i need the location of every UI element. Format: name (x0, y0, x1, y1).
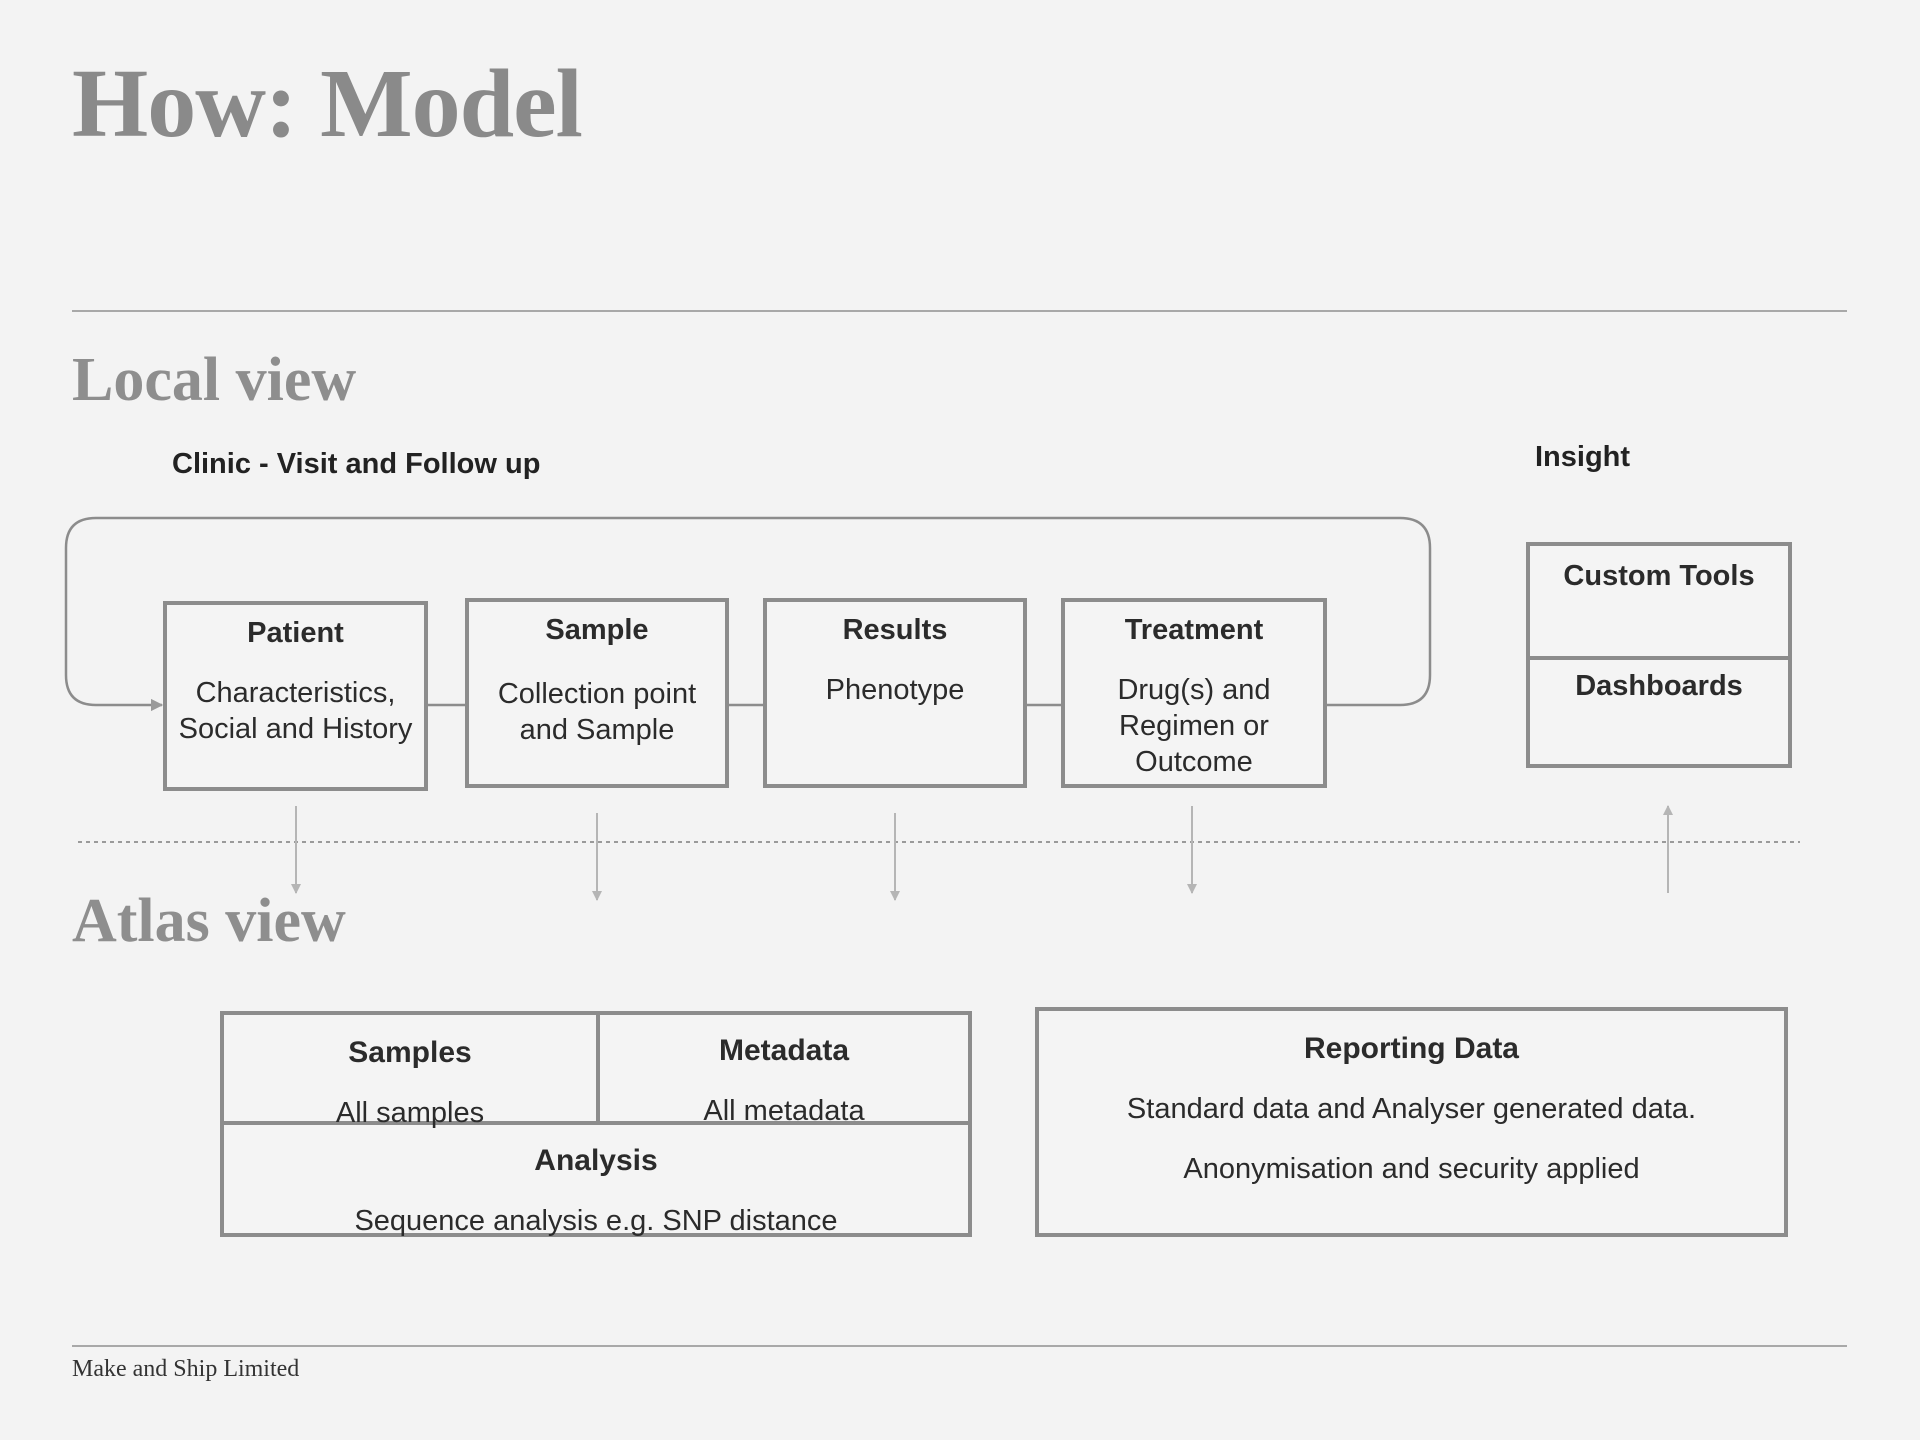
insight-label: Insight (1535, 441, 1631, 473)
reporting-title: Reporting Data (1303, 1032, 1519, 1065)
bottom-divider (72, 1345, 1847, 1347)
results-body-line-1: Phenotype (825, 674, 965, 706)
reporting-body-line-2: Anonymisation and security applied (1183, 1153, 1640, 1185)
clinic-label: Clinic - Visit and Follow up (172, 448, 541, 480)
samples-cell: Samples All samples (224, 1025, 596, 1131)
top-divider (72, 310, 1847, 312)
reporting-body-line-1: Standard data and Analyser generated dat… (1126, 1093, 1697, 1125)
local-view-heading: Local view (72, 346, 357, 414)
sample-body-line-2: and Sample (519, 714, 675, 746)
dashboards-label: Dashboards (1575, 670, 1743, 702)
sample-title: Sample (545, 614, 649, 646)
sample-body-line-1: Collection point (497, 678, 697, 710)
treatment-body-line-3: Outcome (1135, 746, 1253, 778)
footer-company: Make and Ship Limited (72, 1356, 300, 1382)
insight-divider (1530, 656, 1788, 660)
reporting-cell: Reporting Data Standard data and Analyse… (1039, 1021, 1784, 1187)
treatment-body-line-1: Drug(s) and (1117, 674, 1271, 706)
feedback-loop-line (64, 516, 1432, 712)
analysis-title: Analysis (534, 1144, 658, 1177)
sample-body: Collection point and Sample (469, 676, 725, 748)
atlas-data-block: Samples All samples Metadata All metadat… (220, 1011, 972, 1237)
treatment-box: Treatment Drug(s) and Regimen or Outcome (1061, 598, 1327, 788)
analysis-body: Sequence analysis e.g. SNP distance (354, 1205, 838, 1237)
results-box: Results Phenotype (763, 598, 1027, 788)
atlas-vertical-divider (596, 1015, 600, 1125)
results-title: Results (842, 614, 948, 646)
metadata-body: All metadata (703, 1095, 865, 1127)
samples-body: All samples (335, 1097, 485, 1129)
patient-body: Characteristics, Social and History (167, 675, 424, 747)
patient-body-line-1: Characteristics, (195, 677, 396, 709)
metadata-cell: Metadata All metadata (600, 1023, 968, 1129)
analysis-cell: Analysis Sequence analysis e.g. SNP dist… (224, 1133, 968, 1239)
treatment-title: Treatment (1124, 614, 1264, 646)
custom-tools-label: Custom Tools (1563, 560, 1755, 592)
sample-box: Sample Collection point and Sample (465, 598, 729, 788)
metadata-title: Metadata (718, 1034, 850, 1067)
treatment-body: Drug(s) and Regimen or Outcome (1065, 672, 1323, 780)
treatment-body-line-2: Regimen or (1119, 710, 1269, 742)
patient-box: Patient Characteristics, Social and Hist… (163, 601, 428, 791)
reporting-data-box: Reporting Data Standard data and Analyse… (1035, 1007, 1788, 1237)
page-title: How: Model (72, 50, 583, 158)
samples-title: Samples (348, 1036, 472, 1069)
atlas-view-heading: Atlas view (72, 887, 346, 955)
patient-body-line-2: Social and History (178, 713, 413, 745)
results-body: Phenotype (767, 672, 1023, 708)
patient-title: Patient (247, 617, 344, 649)
insight-box: Custom Tools Dashboards (1526, 542, 1792, 768)
